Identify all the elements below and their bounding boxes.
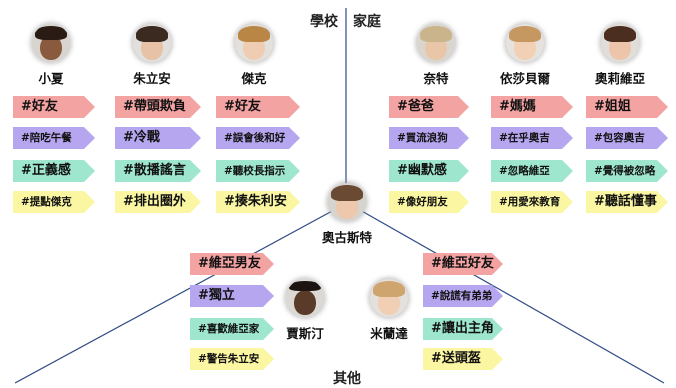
tag-naite-stray-dog: #買流浪狗 xyxy=(389,127,469,149)
tag-jieke-friend: #好友 xyxy=(216,96,300,118)
tag-jieke-punch-julian: #揍朱利安 xyxy=(216,191,300,213)
tag-zhulian-bully: #帶頭欺負 xyxy=(115,96,201,118)
tag-zhulian-exclude: #排出圈外 xyxy=(115,191,201,213)
portrait-icon xyxy=(235,24,273,62)
character-aoliweiya: 奧莉維亞 xyxy=(580,24,660,87)
character-name: 朱立安 xyxy=(133,71,171,86)
section-label-home: 家庭 xyxy=(353,14,381,30)
character-xiaoxia: 小夏 xyxy=(11,24,91,87)
tag-aoliweiya-ignored: #覺得被忽略 xyxy=(586,160,668,182)
tag-yishabeier-mom: #媽媽 xyxy=(491,96,573,118)
character-naite: 奈特 xyxy=(396,24,476,87)
character-augustus: 奧古斯特 xyxy=(307,183,387,246)
section-label-other: 其他 xyxy=(333,371,361,387)
portrait-icon xyxy=(417,24,455,62)
portrait-icon xyxy=(506,24,544,62)
tag-xiaoxia-lunch: #陪吃午餐 xyxy=(13,127,95,149)
tag-xiaoxia-friend: #好友 xyxy=(13,96,95,118)
tag-zhulian-cold-war: #冷戰 xyxy=(115,127,201,149)
character-yishabeier: 依莎貝爾 xyxy=(485,24,565,87)
character-jiasiting: 賈斯汀 xyxy=(265,279,345,342)
character-name: 傑克 xyxy=(241,71,267,86)
tag-milanda-give-lead: #讓出主角 xyxy=(423,318,503,340)
tag-jiasiting-warn-julian: #警告朱立安 xyxy=(190,348,274,370)
tag-jiasiting-likes-family: #喜歡維亞家 xyxy=(190,318,274,340)
portrait-icon xyxy=(601,24,639,62)
tag-jiasiting-boyfriend: #維亞男友 xyxy=(190,253,274,275)
character-name: 依莎貝爾 xyxy=(499,71,550,86)
portrait-icon xyxy=(133,24,171,62)
tag-aoliweiya-tolerant: #包容奧吉 xyxy=(586,127,668,149)
divider-right-diagonal xyxy=(359,209,665,384)
tag-xiaoxia-advise-jack: #提點傑克 xyxy=(13,191,95,213)
tag-jieke-reconcile: #誤會後和好 xyxy=(216,127,300,149)
character-name: 賈斯汀 xyxy=(286,326,324,341)
tag-yishabeier-love: #用愛來教育 xyxy=(491,191,573,213)
character-name: 奈特 xyxy=(423,71,449,86)
tag-xiaoxia-justice: #正義感 xyxy=(13,160,95,182)
tag-zhulian-rumors: #散播謠言 xyxy=(115,160,201,182)
tag-naite-humor: #幽默感 xyxy=(389,160,469,182)
character-jieke: 傑克 xyxy=(214,24,294,87)
divider-left-diagonal xyxy=(14,209,335,384)
character-name: 小夏 xyxy=(38,71,64,86)
character-zhulian: 朱立安 xyxy=(112,24,192,87)
portrait-icon xyxy=(286,279,324,317)
section-label-school: 學校 xyxy=(310,14,338,30)
tag-yishabeier-ignore: #忽略維亞 xyxy=(491,160,573,182)
portrait-icon xyxy=(370,279,408,317)
tag-milanda-helmet: #送頭盔 xyxy=(423,348,503,370)
tag-jieke-principal: #聽校長指示 xyxy=(216,160,300,182)
portrait-icon xyxy=(32,24,70,62)
tag-aoliweiya-sister: #姐姐 xyxy=(586,96,668,118)
tag-jiasiting-independent: #獨立 xyxy=(190,285,274,307)
character-milanda: 米蘭達 xyxy=(349,279,429,342)
tag-aoliweiya-obedient: #聽話懂事 xyxy=(586,191,668,213)
character-name: 奧莉維亞 xyxy=(594,71,645,86)
tag-milanda-lie-brother: #說謊有弟弟 xyxy=(423,285,503,307)
portrait-icon xyxy=(328,183,366,221)
tag-yishabeier-care: #在乎奧吉 xyxy=(491,127,573,149)
tag-milanda-best-friend: #維亞好友 xyxy=(423,253,503,275)
tag-naite-like-friend: #像好朋友 xyxy=(389,191,469,213)
tag-naite-dad: #爸爸 xyxy=(389,96,469,118)
character-name: 奧古斯特 xyxy=(321,230,372,245)
character-name: 米蘭達 xyxy=(370,326,408,341)
